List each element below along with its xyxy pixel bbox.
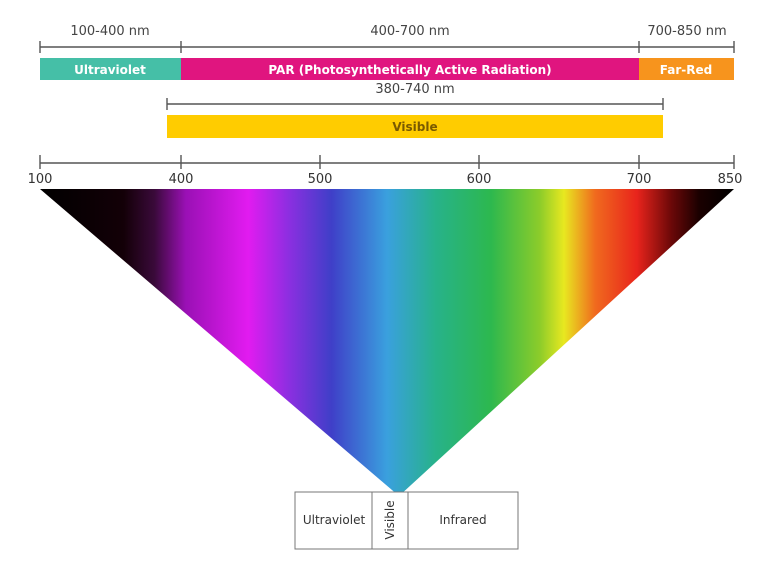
tick-label-700: 700 xyxy=(627,172,652,187)
region-boxes xyxy=(294,491,519,550)
farred-bar xyxy=(639,58,734,80)
visible-bar xyxy=(167,115,663,138)
visible-span-label: 380-740 nm xyxy=(375,82,454,97)
spectrum-fan xyxy=(40,189,734,496)
visible-box-label: Visible xyxy=(383,500,397,539)
tick-label-600: 600 xyxy=(467,172,492,187)
par-bar xyxy=(181,58,639,80)
infrared-box xyxy=(407,491,519,550)
tick-label-100: 100 xyxy=(28,172,53,187)
tick-label-850: 850 xyxy=(718,172,743,187)
ultraviolet-box-label: Ultraviolet xyxy=(303,513,366,527)
farred-bar-label: Far-Red xyxy=(660,63,712,77)
farred-span-label: 700-850 nm xyxy=(647,24,726,39)
ultraviolet-box xyxy=(294,491,373,550)
tick-label-400: 400 xyxy=(169,172,194,187)
visible-bar-label: Visible xyxy=(392,120,437,134)
visible-box xyxy=(371,491,409,550)
uv-bar xyxy=(40,58,181,80)
par-span-label: 400-700 nm xyxy=(370,24,449,39)
tick-label-500: 500 xyxy=(308,172,333,187)
par-bar-label: PAR (Photosynthetically Active Radiation… xyxy=(268,63,551,77)
range-brackets xyxy=(39,41,735,110)
infrared-box-label: Infrared xyxy=(439,513,486,527)
uv-span-label: 100-400 nm xyxy=(70,24,149,39)
uv-bar-label: Ultraviolet xyxy=(74,63,146,77)
wavelength-axis xyxy=(39,155,735,169)
